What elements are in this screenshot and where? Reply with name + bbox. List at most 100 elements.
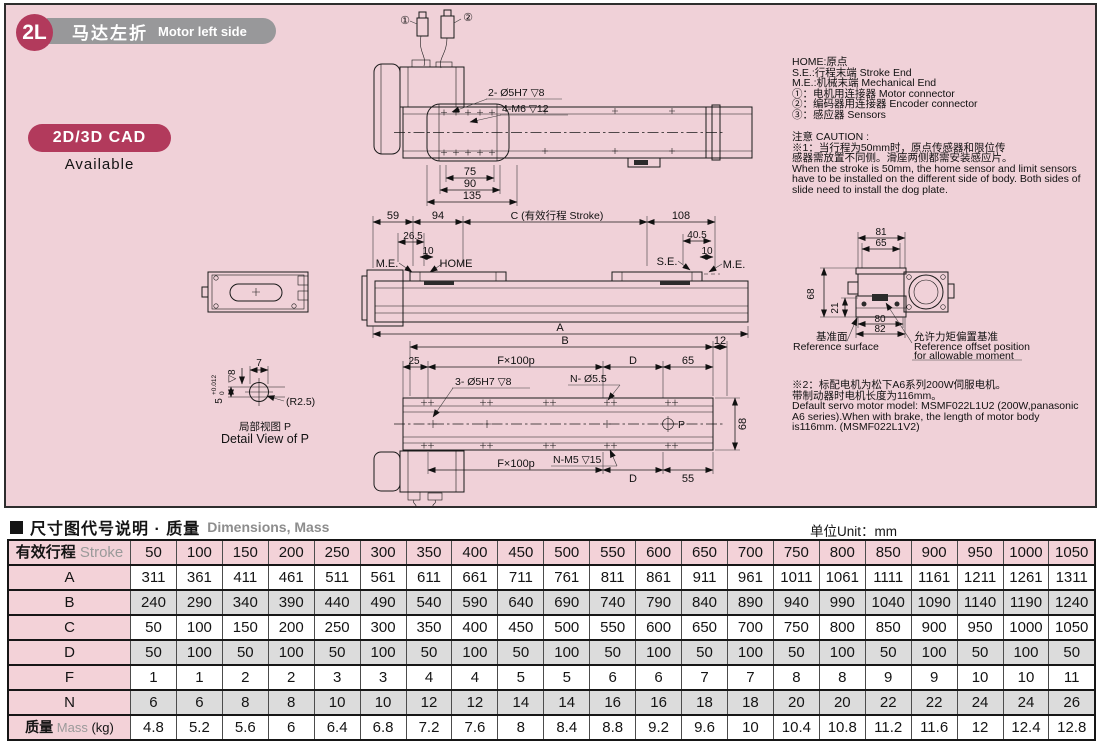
dim-90: 90 [464, 178, 476, 190]
value-cell: 590 [451, 589, 499, 616]
home-label: HOME [440, 258, 473, 270]
value-cell: 8 [772, 664, 820, 691]
dim-26-5: 26.5 [403, 231, 423, 242]
legend-line: M.E.:机械末端 Mechanical End [792, 77, 937, 90]
dim-depth-8: ▽8 [227, 369, 238, 383]
value-cell: 6 [130, 689, 177, 716]
cad-badge: 2D/3D CAD [28, 124, 171, 152]
caution-cn-line: 感器需放置不同侧。滑座两侧都需安装感应片。 [792, 152, 1013, 165]
reference-surface-en: Reference surface [793, 341, 879, 353]
value-cell: 10 [359, 689, 407, 716]
stroke-value-cell: 100 [175, 539, 223, 566]
caution-cn-line: ※1：当行程为50mm时，原点传感器和限位传 [792, 141, 1006, 154]
stroke-value-cell: 1050 [1048, 539, 1096, 566]
legend-line: ①：电机用连接器 Motor connector [792, 87, 955, 100]
value-cell: 811 [589, 564, 637, 591]
header-banner: 马达左折 Motor left side [46, 18, 276, 44]
value-cell: 20 [772, 689, 820, 716]
value-cell: 11.2 [864, 714, 912, 741]
dim-12: 12 [714, 335, 726, 347]
tolerance-plus: +0.012 [211, 375, 218, 395]
section-title-cn: 尺寸图代号说明 · 质量 [30, 521, 201, 538]
value-cell: 400 [451, 614, 499, 641]
value-cell: 440 [313, 589, 361, 616]
value-cell: 1050 [1048, 614, 1096, 641]
row-label-cell: N [7, 689, 131, 716]
value-cell: 100 [1002, 639, 1050, 666]
stroke-value-cell: 150 [221, 539, 269, 566]
value-cell: 50 [405, 639, 453, 666]
hole-note-1: 2- Ø5H7 ▽8 [488, 87, 545, 99]
value-cell: 7.2 [405, 714, 453, 741]
row-label-cell: F [7, 664, 131, 691]
value-cell: 840 [681, 589, 728, 616]
dim-21: 21 [830, 302, 841, 314]
unit-label: 单位Unit：mm [810, 524, 897, 539]
value-cell: 100 [818, 639, 866, 666]
value-cell: 8 [818, 664, 866, 691]
value-cell: 450 [497, 614, 545, 641]
value-cell: 50 [497, 639, 545, 666]
value-cell: 11.6 [910, 714, 958, 741]
value-cell: 650 [681, 614, 728, 641]
value-cell: 16 [635, 689, 683, 716]
top-view-linework [373, 9, 753, 206]
value-cell: 50 [956, 639, 1004, 666]
detail-view-p: 7 ▽8 5 +0.012 0 (R2.5) 局部视图 P Detail Vie… [211, 358, 315, 446]
dim-65-bottom-view: 65 [682, 355, 694, 367]
row-label-cell: 质量 Mass (kg) [7, 714, 131, 741]
value-cell: 490 [359, 589, 407, 616]
legend-line: ③：感应器 Sensors [792, 108, 886, 121]
motor-note-cn-line: ※2：标配电机为松下A6系列200W伺服电机。 [792, 379, 1007, 391]
dim-5: 5 [214, 398, 225, 404]
top-view: ① ② 2- Ø5H7 ▽8 4-M6 ▽12 75 90 135 [373, 9, 753, 206]
caution-title: 注意 CAUTION : [792, 131, 870, 143]
dim-10-left: 10 [422, 246, 434, 257]
stroke-value-cell: 450 [497, 539, 545, 566]
value-cell: 1011 [772, 564, 820, 591]
detail-view-linework [228, 366, 285, 406]
value-cell: 300 [359, 614, 407, 641]
dim-80: 80 [874, 314, 886, 325]
value-cell: 290 [175, 589, 223, 616]
dim-108: 108 [672, 210, 690, 222]
value-cell: 361 [175, 564, 223, 591]
value-cell: 8 [267, 689, 315, 716]
value-cell: 240 [130, 589, 177, 616]
value-cell: 1311 [1048, 564, 1096, 591]
model-badge: 2L [16, 14, 53, 51]
side-view: 59 94 C (有效行程 Stroke) 108 26.5 10 40.5 1… [361, 209, 749, 338]
slider-top-view-linework [201, 271, 309, 313]
connector-1-label: ① [400, 15, 410, 27]
value-cell: 7.6 [451, 714, 499, 741]
page-title-cn: 马达左折 [72, 23, 148, 43]
value-cell: 14 [543, 689, 591, 716]
value-cell: 340 [221, 589, 269, 616]
value-cell: 100 [910, 639, 958, 666]
value-cell: 18 [681, 689, 728, 716]
side-view-linework [361, 216, 749, 338]
value-cell: 10.8 [818, 714, 866, 741]
stroke-value-cell: 400 [451, 539, 499, 566]
value-cell: 150 [221, 614, 269, 641]
value-cell: 1111 [864, 564, 912, 591]
se-label: S.E. [657, 256, 678, 268]
stroke-header-cell: 有效行程 Stroke [7, 539, 131, 566]
hole-note-4: N- Ø5.5 [570, 373, 607, 385]
reference-surface-cn: 基准面 [816, 330, 848, 343]
value-cell: 14 [497, 689, 545, 716]
dim-Fx100p-top: F×100p [497, 355, 535, 367]
value-cell: 26 [1048, 689, 1096, 716]
value-cell: 12 [956, 714, 1004, 741]
value-cell: 10 [1002, 664, 1050, 691]
value-cell: 100 [175, 639, 223, 666]
stroke-value-cell: 250 [313, 539, 361, 566]
value-cell: 10 [726, 714, 774, 741]
value-cell: 411 [221, 564, 269, 591]
value-cell: 661 [451, 564, 499, 591]
stroke-value-cell: 750 [772, 539, 820, 566]
